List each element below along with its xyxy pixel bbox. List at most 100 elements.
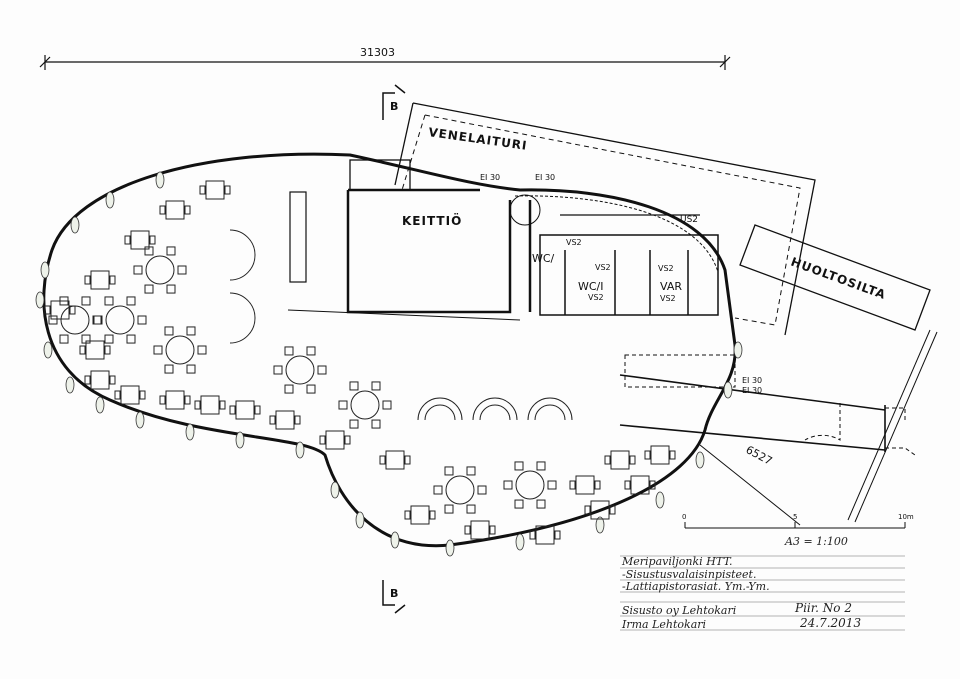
chair [184,395,191,405]
chair [153,345,163,355]
facade-fin [105,191,115,209]
facade-fin [390,531,400,549]
section-marker-top [382,84,406,120]
square-table [630,475,650,495]
scale-label: A3 = 1:100 [784,535,848,548]
chair [404,455,411,465]
chair [344,435,351,445]
round-table [515,470,545,500]
chair [306,346,316,356]
square-table [610,450,630,470]
facade-fin [65,376,75,394]
chair [194,400,201,410]
chair [229,405,236,415]
chair [92,315,102,325]
chair [536,499,546,509]
chair [609,505,616,515]
round-table [350,390,380,420]
title-drawing-number: Piir. No 2 [794,601,852,615]
curved-sofa [229,292,256,344]
chair [126,296,136,306]
chair [477,485,487,495]
chair [166,284,176,294]
square-table [470,520,490,540]
facade-fin [355,511,365,529]
chair [284,346,294,356]
square-table [275,410,295,430]
chair [104,334,114,344]
square-table [590,500,610,520]
title-subject-2: -Lattiapistorasiat. Ym.-Ym. [622,580,770,593]
fixture-code-5: VS2 [595,263,611,272]
square-table [410,505,430,525]
scale-start: 0 [682,513,686,521]
chair [84,375,91,385]
chair [594,480,601,490]
chair [284,384,294,394]
overall-dimension [39,55,731,70]
chair [338,400,348,410]
facade-fin [330,481,340,499]
entrance-corridor [619,329,938,526]
chair [317,365,327,375]
facade-fin [295,441,305,459]
overall-dimension-label: 31303 [360,46,395,59]
section-marker-bottom [382,580,406,614]
square-table [575,475,595,495]
fixture-code-3: VS2 [658,264,674,273]
title-date: 24.7.2013 [799,616,861,630]
chair [48,315,58,325]
curved-sofa-inner [534,404,566,421]
scale-mid: 5 [793,513,797,521]
round-table [105,305,135,335]
chair [554,530,561,540]
square-table [385,450,405,470]
building-outline [42,152,737,548]
chair [514,461,524,471]
chair [379,455,386,465]
chair [503,480,513,490]
storage-label: VAR [660,280,682,293]
dock-outline [394,102,816,336]
section-marker-top-label: B [390,100,398,113]
facade-fin [35,291,45,309]
facade-fin [733,341,743,359]
kitchen-label: KEITTIÖ [402,213,462,228]
furniture-layout [44,180,676,545]
chair [199,185,206,195]
chair [349,419,359,429]
curved-sofa-inner [424,404,456,421]
chair [186,364,196,374]
chair [604,455,611,465]
chair [144,284,154,294]
chair [547,480,557,490]
chair [114,390,121,400]
chair [536,461,546,471]
square-table [120,385,140,405]
round-table [445,475,475,505]
chair [219,400,226,410]
facade-fin [185,423,195,441]
chair [254,405,261,415]
curved-sofa [527,397,573,421]
chair [84,275,91,285]
roof-hatch [514,195,719,273]
facade-fin [155,171,165,189]
facade-fins [35,171,743,557]
chair [104,296,114,306]
square-table [50,300,70,320]
facade-fin [135,411,145,429]
chair [629,455,636,465]
chair [164,326,174,336]
chair [489,525,496,535]
title-block-lines [620,555,905,631]
square-table [130,230,150,250]
facade-fin [595,516,605,534]
title-subject-1: -Sisustusvalaisinpisteet. [622,568,756,581]
facade-fin [70,216,80,234]
chair [624,480,631,490]
curved-sofa [417,397,463,421]
curved-sofa [472,397,518,421]
chair [109,275,116,285]
